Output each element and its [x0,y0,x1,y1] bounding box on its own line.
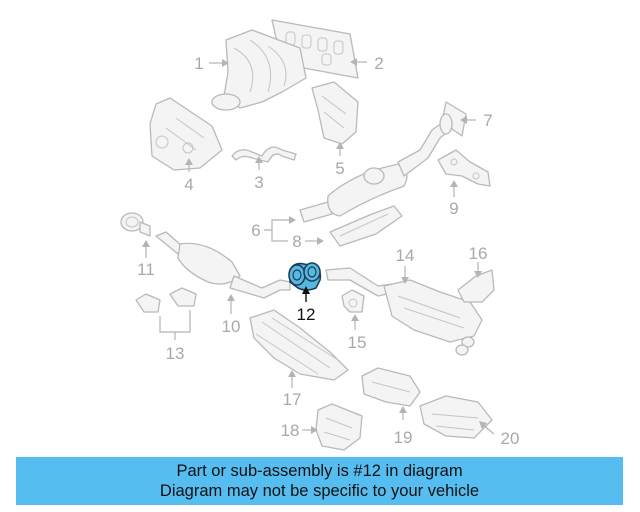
part-8-converter-heat-shield [329,205,403,247]
part-19-shield [361,367,421,407]
part-11-clamp [120,212,151,237]
part-1-exhaust-manifold [211,29,307,111]
callout-labels: 1 2 3 4 5 6 7 8 9 10 11 12 13 14 15 16 1… [137,54,519,448]
callout-17: 17 [283,390,302,409]
leader-lines [142,58,495,435]
callout-16: 16 [469,244,488,263]
part-info-banner: Part or sub-assembly is #12 in diagram D… [16,457,623,505]
banner-line-disclaimer: Diagram may not be specific to your vehi… [159,482,480,500]
callout-13: 13 [166,344,185,363]
callout-11: 11 [137,260,155,279]
part-10-resonator-pipe [155,231,291,299]
part-3-pipe-bracket [231,146,297,163]
part-13-hangers [135,287,197,313]
part-15-hanger [341,289,365,313]
part-20-shield [419,395,493,439]
part-16-bracket [457,269,495,303]
callout-5: 5 [335,159,344,178]
callout-10: 10 [222,317,241,336]
callout-20: 20 [501,429,520,448]
part-18-shield [315,403,363,451]
callout-3: 3 [254,173,263,192]
callout-6: 6 [251,221,260,240]
part-5-converter-shield [311,81,359,145]
callout-8: 8 [292,232,301,251]
part-6-catalytic-converter [299,113,453,223]
callout-19: 19 [394,428,413,447]
part-4-manifold-heat-shield [149,97,223,171]
callout-7: 7 [483,111,492,130]
callout-18: 18 [281,421,300,440]
exhaust-parts-diagram: 1 2 3 4 5 6 7 8 9 10 11 12 13 14 15 16 1… [120,19,519,451]
callout-4: 4 [184,175,193,194]
callout-9: 9 [449,199,458,218]
part-17-heat-shield [249,309,349,381]
callout-12: 12 [297,305,316,324]
part-12-highlighted-gasket [288,262,322,291]
callout-15: 15 [348,333,367,352]
part-9-mounting-bracket [437,149,491,187]
callout-2: 2 [374,54,383,73]
banner-line-part: Part or sub-assembly is #12 in diagram [176,462,463,480]
callout-1: 1 [194,54,203,73]
part-14-muffler [325,267,483,356]
callout-14: 14 [396,246,415,265]
